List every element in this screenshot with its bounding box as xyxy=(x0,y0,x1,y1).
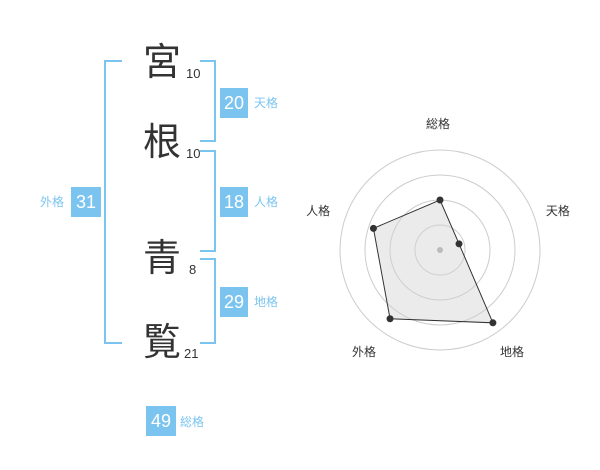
name-char-4: 覧 xyxy=(142,320,181,364)
radar-center-dot xyxy=(437,247,443,253)
radar-point-0 xyxy=(436,196,444,204)
radar-axis-label-2: 地格 xyxy=(500,344,525,359)
jinkaku-bracket xyxy=(200,150,216,252)
radar-ring-3 xyxy=(364,174,516,326)
radar-axis-label-4: 人格 xyxy=(306,204,331,219)
stroke-count-4: 21 xyxy=(184,346,199,361)
gaikaku-value: 31 xyxy=(71,187,101,217)
soukaku-label: 総格 xyxy=(180,415,205,429)
chikaku-value: 29 xyxy=(220,287,248,317)
radar-axis-label-0: 総格 xyxy=(426,117,451,131)
gaikaku-bracket xyxy=(104,60,122,344)
chikaku-bracket xyxy=(200,258,216,344)
tenkaku-bracket xyxy=(200,60,216,142)
stroke-count-2: 10 xyxy=(186,146,201,161)
name-char-1: 宮 xyxy=(142,40,181,84)
stroke-count-1: 10 xyxy=(186,66,201,81)
soukaku-value: 49 xyxy=(146,406,176,436)
radar-polygon xyxy=(372,199,494,324)
radar-point-3 xyxy=(386,315,394,323)
radar-point-2 xyxy=(489,319,497,327)
jinkaku-label: 人格 xyxy=(254,195,279,209)
name-char-2: 根 xyxy=(142,120,181,164)
jinkaku-value: 18 xyxy=(220,187,248,217)
tenkaku-value: 20 xyxy=(220,88,248,118)
stroke-count-3: 8 xyxy=(189,262,197,277)
gaikaku-label: 外格 xyxy=(40,195,65,209)
radar-axis-label-1: 天格 xyxy=(545,204,570,219)
radar-point-1 xyxy=(455,240,463,248)
chikaku-label: 地格 xyxy=(254,295,279,309)
name-char-3: 青 xyxy=(142,236,181,280)
radar-ring-1 xyxy=(414,224,466,276)
radar-point-4 xyxy=(369,224,377,232)
tenkaku-label: 天格 xyxy=(254,96,279,110)
radar-axis-label-3: 外格 xyxy=(351,344,376,359)
